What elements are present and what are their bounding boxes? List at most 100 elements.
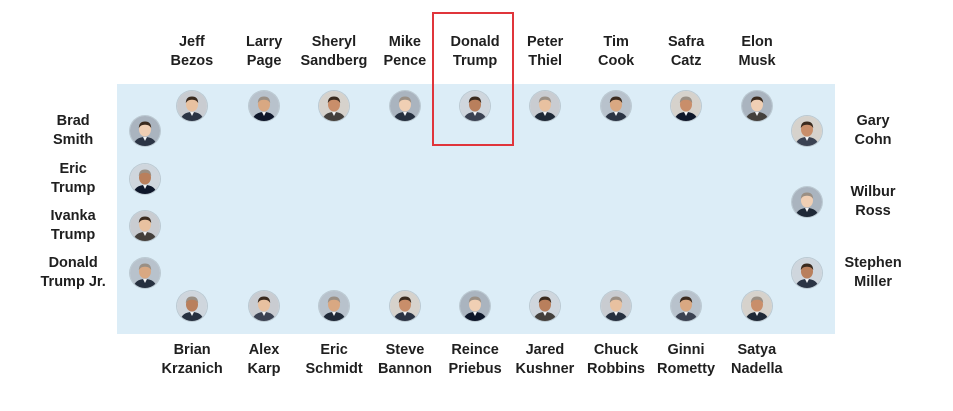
name-first: Jeff [178, 34, 205, 50]
name-first: Brian [173, 342, 211, 358]
name-first: Elon [741, 34, 773, 50]
name-last: Trump [51, 180, 96, 196]
avatar [390, 91, 420, 121]
name-last: Musk [738, 53, 776, 69]
avatar [460, 291, 490, 321]
avatar [130, 258, 160, 288]
avatar [390, 291, 420, 321]
name-first: Sheryl [311, 34, 357, 50]
avatar [249, 91, 279, 121]
name-last: Krzanich [161, 361, 223, 377]
avatar [530, 291, 560, 321]
avatar [530, 91, 560, 121]
highlight-box [432, 12, 514, 146]
name-first: Steve [385, 342, 425, 358]
name-last: Pence [383, 53, 427, 69]
name-last: Robbins [587, 361, 645, 377]
name-last: Cook [598, 53, 635, 69]
name-first: Peter [527, 34, 564, 50]
avatar [177, 291, 207, 321]
avatar [177, 91, 207, 121]
avatar [319, 291, 349, 321]
name-last: Miller [854, 274, 893, 290]
avatar [249, 291, 279, 321]
name-last: Kushner [515, 361, 575, 377]
name-last: Ross [855, 203, 891, 219]
name-last: Rometty [657, 361, 716, 377]
avatar [792, 116, 822, 146]
name-first: Tim [603, 34, 629, 50]
name-last: Bezos [170, 53, 214, 69]
avatar [130, 116, 160, 146]
name-first: Gary [856, 113, 890, 129]
name-first: Brad [56, 113, 90, 129]
name-last: Karp [247, 361, 281, 377]
name-first: Jared [525, 342, 565, 358]
name-last: Trump [452, 53, 498, 69]
avatar [792, 258, 822, 288]
avatar [742, 291, 772, 321]
avatar [792, 187, 822, 217]
avatar [130, 211, 160, 241]
avatar [319, 91, 349, 121]
avatar [460, 91, 490, 121]
name-last: Bannon [378, 361, 432, 377]
avatar [742, 91, 772, 121]
name-last: Trump Jr. [40, 274, 106, 290]
name-last: Trump [50, 227, 96, 243]
name-first: Chuck [593, 342, 639, 358]
name-last: Page [246, 53, 282, 69]
name-last: Schmidt [305, 361, 363, 377]
name-first: Stephen [844, 255, 902, 271]
name-last: Catz [670, 53, 702, 69]
name-first: Eric [59, 161, 87, 177]
name-first: Eric [320, 342, 348, 358]
name-first: Safra [668, 34, 705, 50]
name-first: Ivanka [50, 208, 96, 224]
name-first: Donald [450, 34, 500, 50]
name-first: Reince [451, 342, 499, 358]
avatar [601, 291, 631, 321]
name-last: Nadella [731, 361, 783, 377]
name-last: Cohn [854, 132, 892, 148]
avatar [671, 91, 701, 121]
name-first: Satya [737, 342, 777, 358]
name-first: Larry [246, 34, 283, 50]
avatar [130, 164, 160, 194]
name-first: Wilbur [850, 184, 896, 200]
avatar [601, 91, 631, 121]
name-last: Thiel [528, 53, 563, 69]
name-last: Priebus [448, 361, 502, 377]
name-first: Mike [388, 34, 421, 50]
name-first: Alex [248, 342, 280, 358]
name-first: Donald [48, 255, 98, 271]
name-last: Smith [53, 132, 94, 148]
name-first: Ginni [667, 342, 705, 358]
name-last: Sandberg [300, 53, 368, 69]
